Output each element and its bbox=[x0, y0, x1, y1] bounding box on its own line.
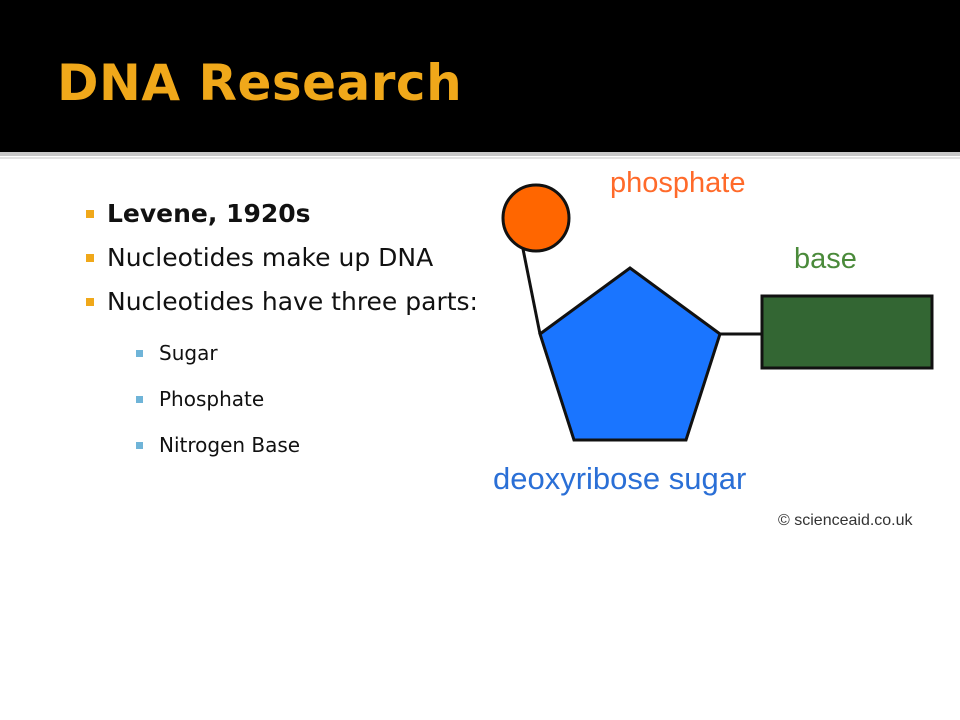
nucleotide-diagram: phosphate base deoxyribose sugar © scien… bbox=[488, 162, 935, 542]
sub-bullet-square-icon bbox=[136, 350, 143, 357]
title-bar: DNA Research bbox=[0, 0, 960, 152]
bullet-square-icon bbox=[86, 210, 94, 218]
sub-bullet-text: Phosphate bbox=[159, 387, 265, 411]
phosphate-bond-line bbox=[519, 238, 542, 335]
phosphate-circle bbox=[501, 183, 571, 253]
bullet-square-icon bbox=[86, 254, 94, 262]
sub-bullet-text: Sugar bbox=[159, 341, 218, 365]
bullet-square-icon bbox=[86, 298, 94, 306]
sub-bullet-item: Sugar bbox=[107, 330, 479, 376]
base-label: base bbox=[794, 243, 857, 275]
sub-bullet-text: Nitrogen Base bbox=[159, 433, 301, 457]
sugar-label: deoxyribose sugar bbox=[493, 461, 746, 496]
sub-bullet-list: Sugar Phosphate Nitrogen Base bbox=[107, 330, 479, 468]
slide-title: DNA Research bbox=[57, 54, 463, 112]
sub-bullet-square-icon bbox=[136, 396, 143, 403]
phosphate-label: phosphate bbox=[610, 167, 745, 199]
bullet-list: Levene, 1920s Nucleotides make up DNA Nu… bbox=[84, 192, 479, 468]
bullet-item: Nucleotides make up DNA bbox=[84, 236, 479, 280]
sub-bullet-item: Phosphate bbox=[107, 376, 479, 422]
bullet-text: Levene, 1920s bbox=[107, 199, 311, 228]
bullet-text: Nucleotides make up DNA bbox=[107, 243, 434, 272]
bullet-item: Levene, 1920s bbox=[84, 192, 479, 236]
bullet-content: Levene, 1920s Nucleotides make up DNA Nu… bbox=[84, 192, 479, 468]
nucleotide-diagram-svg: phosphate base deoxyribose sugar © scien… bbox=[493, 167, 934, 529]
bullet-item: Nucleotides have three parts: Sugar Phos… bbox=[84, 280, 479, 468]
sugar-pentagon bbox=[538, 266, 722, 442]
sub-bullet-square-icon bbox=[136, 442, 143, 449]
title-divider bbox=[0, 152, 960, 156]
bullet-text: Nucleotides have three parts: bbox=[107, 287, 478, 316]
sub-bullet-item: Nitrogen Base bbox=[107, 422, 479, 468]
base-rectangle bbox=[760, 294, 934, 370]
credit-label: © scienceaid.co.uk bbox=[778, 512, 914, 529]
title-divider-light bbox=[0, 157, 960, 159]
